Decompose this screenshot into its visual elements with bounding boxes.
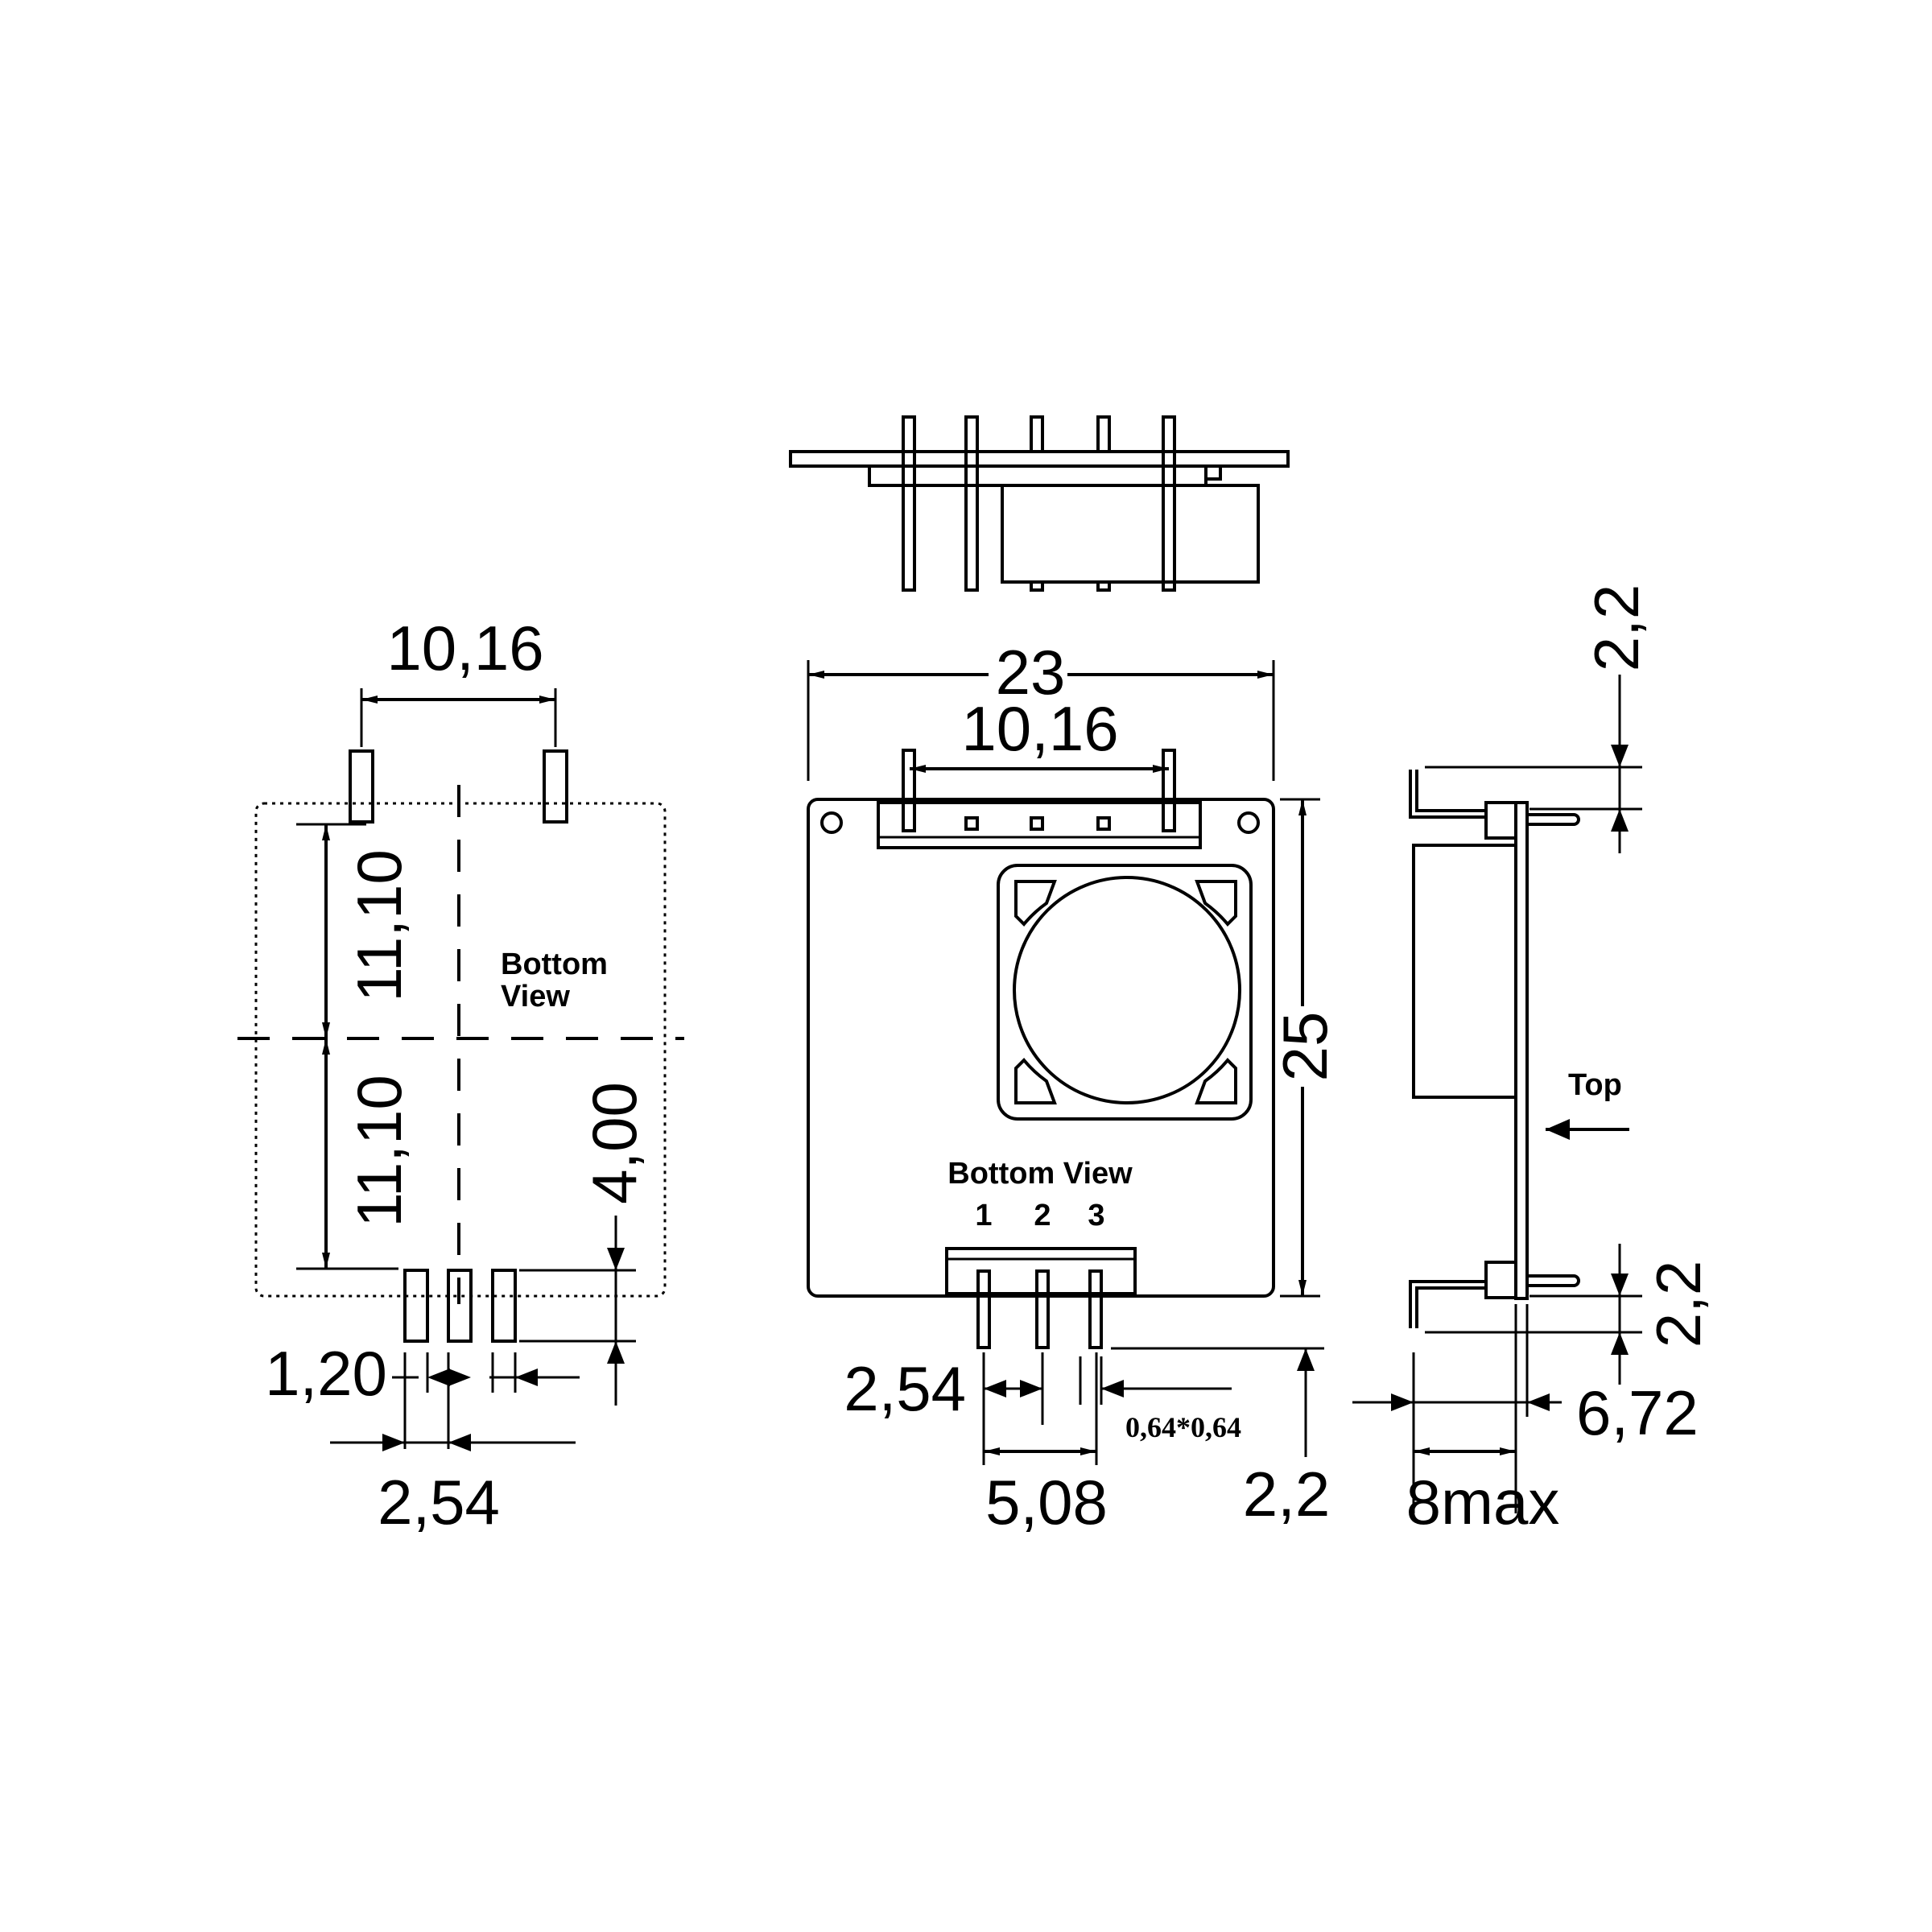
front-label: Bottom View xyxy=(947,1157,1133,1191)
footprint-outline xyxy=(254,802,667,1298)
side-top-label: Top xyxy=(1568,1068,1622,1102)
front-dim-2-2: 2,2 xyxy=(1243,1459,1330,1530)
front-sensor-frame xyxy=(997,864,1253,1121)
side-board xyxy=(1514,801,1529,1300)
front-pin-label-3: 3 xyxy=(1088,1199,1104,1232)
profile-pin-2 xyxy=(964,415,979,592)
front-dim-23: 23 xyxy=(996,637,1066,708)
side-view: Top 2,2 2,2 6,72 8max xyxy=(1352,584,1714,1538)
footprint-dim-1-20: 1,20 xyxy=(265,1338,387,1409)
side-dim-8max: 8max xyxy=(1406,1467,1560,1538)
front-dim-5-08: 5,08 xyxy=(985,1467,1108,1538)
profile-board xyxy=(789,450,1290,468)
footprint-pin-1 xyxy=(403,1269,429,1343)
front-hole-left xyxy=(820,811,843,834)
side-dim-6-72: 6,72 xyxy=(1576,1377,1699,1448)
profile-tab xyxy=(1204,464,1222,481)
front-pin-2 xyxy=(1035,1269,1050,1349)
profile-pin-1 xyxy=(902,415,916,592)
front-view: Bottom View 1 2 3 23 10,16 25 2,54 xyxy=(807,637,1340,1538)
footprint-pin-top-right xyxy=(543,749,568,824)
profile-pin-3 xyxy=(1030,415,1044,453)
side-dim-bottom-2-2: 2,2 xyxy=(1643,1261,1714,1348)
front-dim-2-54: 2,54 xyxy=(844,1353,966,1424)
footprint-dim-lower: 11,10 xyxy=(344,1075,415,1227)
front-pin-label-2: 2 xyxy=(1034,1199,1051,1232)
front-dim-pin-section: 0,64*0,64 xyxy=(1125,1411,1241,1443)
footprint-pin-3 xyxy=(491,1269,517,1343)
profile-body xyxy=(1001,484,1260,584)
footprint-dim-upper: 11,10 xyxy=(344,849,415,1001)
front-board xyxy=(807,798,1275,1298)
front-pin-label-1: 1 xyxy=(975,1199,992,1232)
front-dim-10-16: 10,16 xyxy=(961,693,1118,764)
front-sensor-circle xyxy=(1013,876,1241,1104)
side-dim-top-2-2: 2,2 xyxy=(1581,584,1652,671)
side-body xyxy=(1412,844,1517,1099)
profile-base xyxy=(868,464,1208,487)
profile-pin-5 xyxy=(1162,415,1176,592)
profile-pin-4 xyxy=(1096,415,1111,453)
profile-view xyxy=(789,415,1290,592)
front-pin-1 xyxy=(976,1269,991,1349)
front-header-top xyxy=(877,801,1202,849)
footprint-view: 10,16 11,10 11,10 Bottom View 4,00 1,20 xyxy=(237,613,684,1538)
front-pin-3 xyxy=(1088,1269,1103,1349)
footprint-dim-4-00: 4,00 xyxy=(579,1082,650,1204)
footprint-label-line2: View xyxy=(501,980,570,1013)
footprint-pin-2 xyxy=(447,1269,473,1343)
footprint-label-line1: Bottom xyxy=(501,947,608,981)
front-header-bottom xyxy=(945,1247,1137,1295)
front-hole-right xyxy=(1237,811,1260,834)
footprint-dim-10-16: 10,16 xyxy=(386,613,543,683)
footprint-pin-top-left xyxy=(349,749,374,824)
front-dim-25: 25 xyxy=(1269,1012,1340,1082)
footprint-dim-2-54: 2,54 xyxy=(378,1467,500,1538)
